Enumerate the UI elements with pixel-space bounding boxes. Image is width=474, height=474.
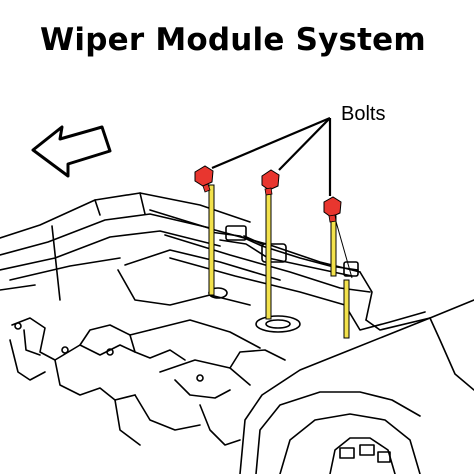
diagram-title: Wiper Module System xyxy=(40,22,426,58)
callout-leader-lines xyxy=(211,116,332,196)
bolts-callout-label: Bolts xyxy=(341,103,386,125)
bolt-icon xyxy=(261,169,280,196)
bolt-studs xyxy=(208,184,353,339)
bolt-icon xyxy=(323,196,342,223)
vehicle-body-linework xyxy=(0,192,474,474)
arrow-left-icon xyxy=(31,125,112,178)
bolt-icon xyxy=(194,165,214,193)
